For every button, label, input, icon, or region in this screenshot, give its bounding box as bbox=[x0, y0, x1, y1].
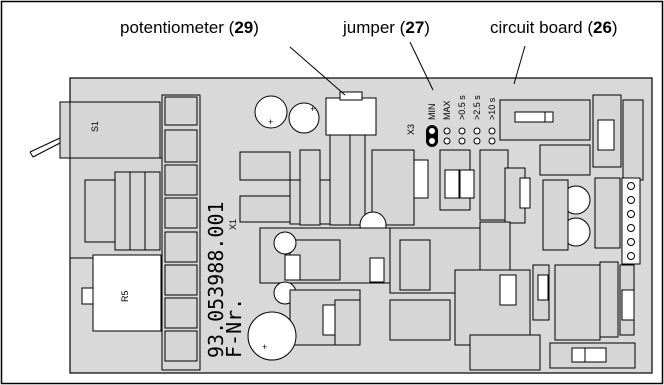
f-nr: F-Nr. bbox=[222, 298, 246, 358]
label-jumper: jumper (27) bbox=[342, 18, 430, 37]
switch-s1 bbox=[59, 101, 161, 159]
svg-text:+: + bbox=[268, 117, 273, 127]
svg-text:+: + bbox=[310, 104, 315, 114]
callout-circuit-board bbox=[513, 45, 526, 85]
jumper-pins bbox=[426, 125, 496, 147]
label-potentiometer: potentiometer (29) bbox=[120, 18, 259, 37]
potentiometer bbox=[325, 97, 377, 136]
capacitor-1 bbox=[254, 95, 288, 129]
label-circuit-board: circuit board (26) bbox=[490, 18, 618, 37]
jumper-max: MAX bbox=[442, 100, 452, 120]
connector-x1-label: X1 bbox=[228, 219, 238, 230]
connector-x3-label: X3 bbox=[406, 124, 416, 135]
switch-label: S1 bbox=[90, 121, 100, 132]
terminal-cells bbox=[164, 96, 198, 362]
capacitor-2 bbox=[288, 102, 320, 134]
resistor-r5 bbox=[92, 254, 162, 332]
resistor-label: R5 bbox=[120, 290, 130, 302]
ic-block-3 bbox=[454, 269, 531, 346]
jumper-25s: >2.5 s bbox=[472, 95, 482, 120]
jumper-05s: >0.5 s bbox=[457, 95, 467, 120]
jumper-min: MIN bbox=[427, 104, 437, 121]
svg-text:+: + bbox=[262, 342, 267, 352]
connector-strip bbox=[621, 177, 641, 265]
jumper-10s: >10 s bbox=[487, 97, 497, 120]
callout-potentiometer bbox=[289, 46, 346, 96]
part-number: 93.053988.001 bbox=[204, 201, 228, 358]
switch-lever bbox=[29, 137, 61, 153]
callout-jumper bbox=[409, 41, 434, 91]
capacitor-large bbox=[247, 311, 297, 361]
